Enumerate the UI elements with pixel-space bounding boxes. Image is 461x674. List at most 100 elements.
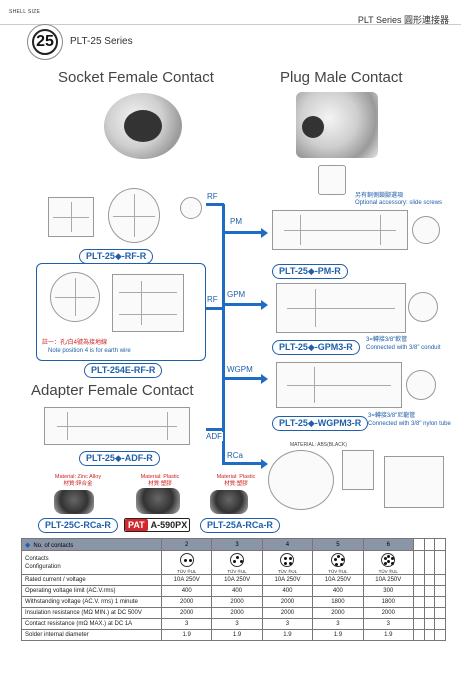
plug-male-title: Plug Male Contact: [280, 69, 403, 86]
patent-badge: PAT: [125, 519, 148, 531]
pm-front-drawing: [412, 216, 440, 244]
material-plastic-2-en: Material: Plastic: [216, 474, 256, 480]
pin-layout-5-icon: [330, 552, 345, 567]
header-rule: [0, 24, 461, 25]
branch-rf-top-line: [206, 203, 224, 206]
plug-photo: [296, 92, 378, 158]
material-plastic-1: Material: Plastic 材質:塑膠: [120, 474, 200, 488]
part-label-wgpm3-r: PLT-25◆-WGPM3-R: [272, 416, 369, 431]
branch-rca-arrow: [261, 459, 268, 469]
table-row: Insulation resistance (MΩ MIN.) at DC 50…: [21, 607, 446, 619]
branch-adf-line: [206, 428, 224, 431]
row-value: 2000: [362, 607, 414, 619]
row-label: Contact resistance (mΩ MAX.) at DC 1A: [21, 618, 162, 630]
branch-rf-mid-line: [206, 307, 224, 310]
part-label-rca-25c: PLT-25C-RCa-R: [38, 518, 118, 533]
gpm3-note-zh: 3=轉接3/8"軟管: [366, 337, 408, 343]
cap-photo-zinc: [54, 490, 94, 514]
pin-layout-2-icon: [179, 552, 194, 567]
header-no-contacts: ◆No. of contacts: [21, 538, 162, 551]
row-value: 3: [211, 618, 263, 630]
cap-photo-plastic-1: [136, 488, 180, 514]
row-value: 400: [312, 585, 364, 597]
row-value: 10A 250V: [211, 574, 263, 586]
bullet-arrow-icon: ◆: [25, 541, 31, 549]
branch-label-gpm: GPM: [226, 290, 247, 299]
optional-accessory-zh: 另有銅側鎖腳選項: [355, 193, 404, 199]
header-blank-1: [412, 538, 425, 551]
pin-layout-3-icon: [230, 552, 245, 567]
row-value: 2000: [160, 596, 213, 608]
row-value: 10A 250V: [312, 574, 364, 586]
pin-config-6: TÜV ®UL: [362, 550, 414, 575]
branch-gpm-line: [222, 303, 262, 306]
row-value: 3: [312, 618, 364, 630]
pm-drawing: [272, 210, 408, 250]
row-label: Solder internal diameter: [21, 629, 162, 641]
row-value: 1800: [312, 596, 364, 608]
shell-size-number: 25: [32, 29, 58, 55]
row-value: 300: [362, 585, 414, 597]
row-value: 10A 250V: [261, 574, 314, 586]
row-value: 1.9: [362, 629, 414, 641]
adf-drawing: [44, 407, 190, 445]
row-value: 3: [362, 618, 414, 630]
branch-label-rf-top: RF: [206, 192, 219, 201]
connector-trunk: [222, 204, 225, 464]
series-title: PLT-25 Series: [70, 36, 133, 47]
branch-label-pm: PM: [229, 217, 243, 226]
header-blank-2: [423, 538, 436, 551]
254e-side-drawing: [112, 274, 184, 332]
branch-label-adf: ADF: [205, 432, 223, 441]
rf-254e-box: [36, 263, 206, 361]
material-zinc-en: Material: Zinc Alloy: [54, 474, 102, 480]
branch-pm-line: [222, 231, 262, 234]
table-row: Withstanding voltage (AC.V. rms) 1 minut…: [21, 596, 446, 608]
optional-accessory-en: Optional accessory: slide screws: [355, 200, 443, 206]
branch-wgpm-line: [222, 377, 262, 380]
pin-config-4: TÜV ®UL: [261, 550, 314, 575]
rf-side-drawing: [48, 197, 94, 237]
socket-photo: [104, 93, 182, 159]
rf-front-drawing: [108, 188, 160, 243]
adapter-female-title: Adapter Female Contact: [31, 382, 194, 399]
row-value: 400: [211, 585, 263, 597]
row-value: 1.9: [160, 629, 213, 641]
row-value: 2000: [261, 596, 314, 608]
cap-photo-plastic-2: [210, 490, 248, 514]
header-contacts-4: 4: [261, 538, 314, 551]
row-label: Rated current / voltage: [21, 574, 162, 586]
row-value: 2000: [211, 607, 263, 619]
branch-gpm-arrow: [261, 300, 268, 310]
row-value: 400: [160, 585, 213, 597]
part-label-gpm3-r: PLT-25◆-GPM3-R: [272, 340, 360, 355]
row-value: 2000: [160, 607, 213, 619]
rca-cap-drawing-chain: [384, 456, 444, 508]
branch-rca-line: [222, 462, 262, 465]
header-contacts-6: 6: [362, 538, 414, 551]
socket-female-title: Socket Female Contact: [58, 69, 214, 86]
row-value: 2000: [261, 607, 314, 619]
part-label-pm-r: PLT-25◆-PM-R: [272, 264, 348, 279]
earth-note-zh: 註一：孔/白4號為接地線: [42, 340, 108, 346]
row-value: 1.9: [211, 629, 263, 641]
branch-wgpm-arrow: [261, 374, 268, 384]
part-label-adf-r: PLT-25◆-ADF-R: [79, 451, 160, 466]
material-plastic-1-en: Material: Plastic: [140, 474, 180, 480]
material-plastic-2: Material: Plastic 材質:塑膠: [196, 474, 276, 488]
rca-cap-drawing-front: [268, 450, 334, 510]
header-blank-3: [434, 538, 446, 551]
row-value: 2000: [312, 607, 364, 619]
part-label-rf-r-254e: PLT-254E-RF-R: [84, 363, 163, 378]
plug-face: [302, 116, 324, 138]
row-value: 2000: [211, 596, 263, 608]
pin-config-5: TÜV ®UL: [312, 550, 364, 575]
